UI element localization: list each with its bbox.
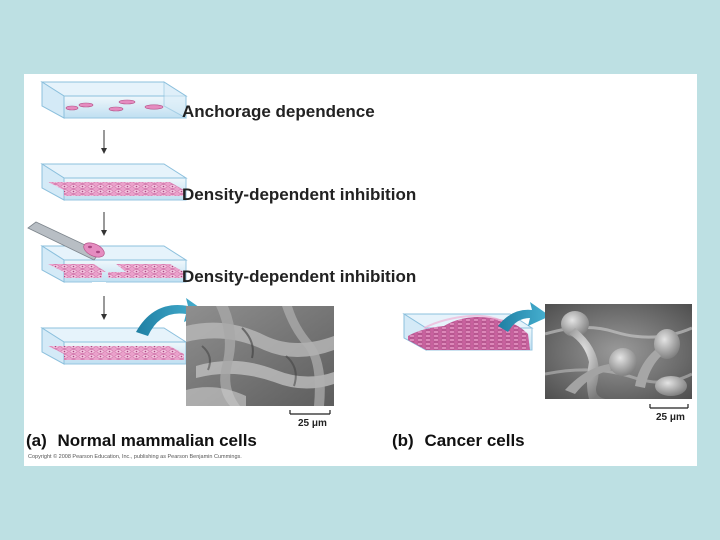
cell: [65, 105, 79, 111]
down-arrow: [101, 130, 107, 154]
label-density-inhibition-2: Density-dependent inhibition: [182, 267, 417, 286]
cell: [118, 99, 136, 105]
dish-anchorage: [40, 81, 188, 119]
part-label-a: (a) Normal mammalian cells: [26, 431, 257, 451]
cell: [78, 102, 94, 108]
dish-scraped: [40, 245, 188, 288]
scale-label-b: 25 μm: [656, 412, 685, 423]
scale-label-a: 25 μm: [298, 418, 327, 429]
figure-panel: Anchorage dependence Density-dependent i…: [24, 74, 697, 466]
down-arrow: [101, 212, 107, 236]
micrograph-normal-cells: [186, 306, 334, 406]
part-letter-b: (b): [392, 431, 414, 450]
copyright-notice: Copyright © 2008 Pearson Education, Inc.…: [28, 454, 242, 460]
dish-regrown: [40, 327, 188, 365]
down-arrow: [101, 296, 107, 320]
curved-arrow-b: [498, 302, 550, 332]
figure-graphics: [27, 81, 689, 415]
scraper-pipette: [27, 221, 105, 261]
part-title-a: Normal mammalian cells: [57, 431, 257, 450]
cell: [144, 104, 164, 110]
part-letter-a: (a): [26, 431, 47, 450]
dish-notch: [92, 282, 106, 288]
cell: [108, 106, 124, 112]
part-title-b: Cancer cells: [424, 431, 525, 450]
scale-bar-b: [649, 404, 689, 409]
cell-monolayer: [64, 190, 184, 196]
dish-confluent: [40, 163, 188, 201]
micrograph-cancer-cells: [545, 304, 692, 399]
scale-bar-a: [289, 410, 331, 415]
label-anchorage-dependence: Anchorage dependence: [182, 102, 375, 121]
part-label-b: (b) Cancer cells: [392, 431, 525, 451]
label-density-inhibition-1: Density-dependent inhibition: [182, 185, 417, 204]
